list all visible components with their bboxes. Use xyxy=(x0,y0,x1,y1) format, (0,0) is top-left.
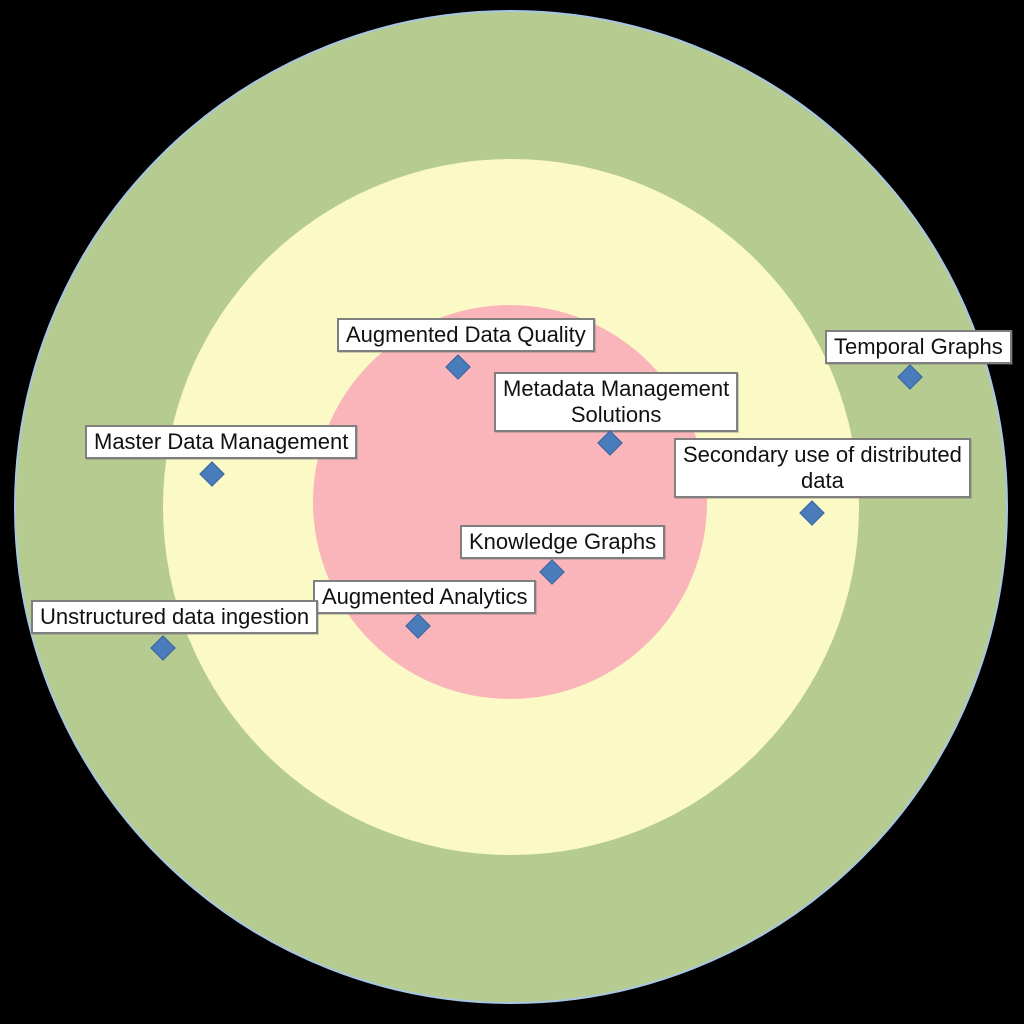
radar-item-label: Metadata Management Solutions xyxy=(494,372,739,432)
radar-item-label: Unstructured data ingestion xyxy=(31,600,319,634)
radar-item-label: Temporal Graphs xyxy=(825,330,1012,364)
radar-item-label: Secondary use of distributed data xyxy=(674,438,971,498)
inner-ring xyxy=(313,305,707,699)
radar-item-label: Augmented Data Quality xyxy=(337,318,595,352)
radar-item-label: Master Data Management xyxy=(85,425,358,459)
radar-item-label: Augmented Analytics xyxy=(313,580,537,614)
radar-item-label: Knowledge Graphs xyxy=(460,525,666,559)
